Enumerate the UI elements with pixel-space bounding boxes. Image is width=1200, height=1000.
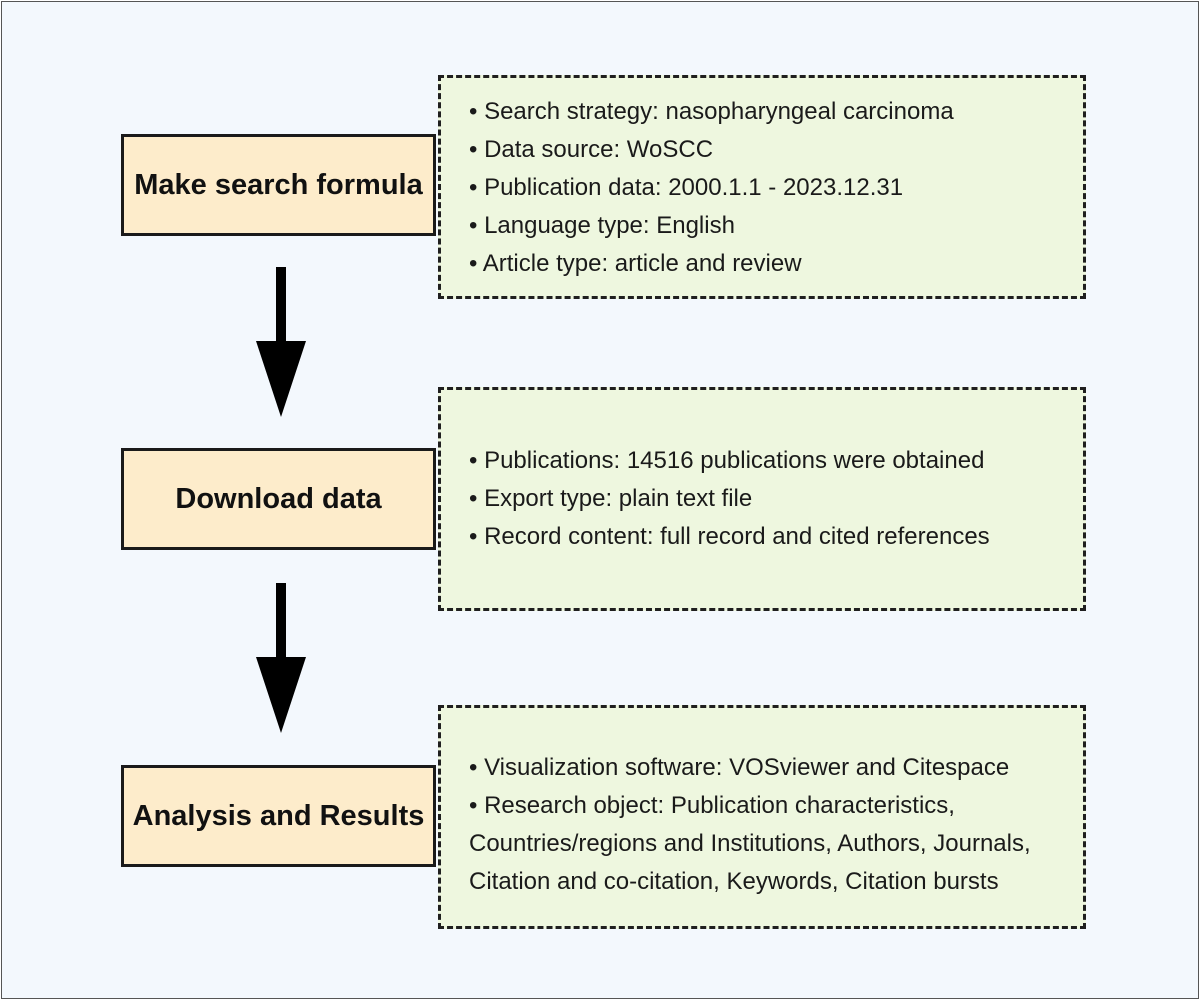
details-list: • Visualization software: VOSviewer and … [469,749,1059,901]
details-box-download: • Publications: 14516 publications were … [438,387,1086,611]
down-arrow-icon [256,267,306,417]
detail-item: • Search strategy: nasopharyngeal carcin… [469,98,954,125]
details-box-analysis: • Visualization software: VOSviewer and … [438,705,1086,929]
step-label: Make search formula [134,168,423,201]
step-label: Analysis and Results [132,799,425,832]
step-label: Download data [175,482,382,515]
detail-item: • Publication data: 2000.1.1 - 2023.12.3… [469,174,904,201]
details-list: • Publications: 14516 publications were … [469,442,1059,556]
detail-item: • Language type: English [469,212,735,239]
detail-item: • Visualization software: VOSviewer and … [469,754,1010,781]
detail-item: • Record content: full record and cited … [469,523,990,550]
step-download-data: Download data [121,448,436,550]
step-analysis-and-results: Analysis and Results [121,765,436,867]
detail-item: • Data source: WoSCC [469,136,714,163]
details-box-search: • Search strategy: nasopharyngeal carcin… [438,75,1086,299]
down-arrow-icon [256,583,306,733]
detail-item: • Export type: plain text file [469,485,753,512]
detail-item: • Article type: article and review [469,250,802,277]
detail-item: • Publications: 14516 publications were … [469,447,985,474]
details-list: • Search strategy: nasopharyngeal carcin… [469,93,1059,283]
detail-item: • Research object: Publication character… [469,792,1031,895]
step-make-search-formula: Make search formula [121,134,436,236]
